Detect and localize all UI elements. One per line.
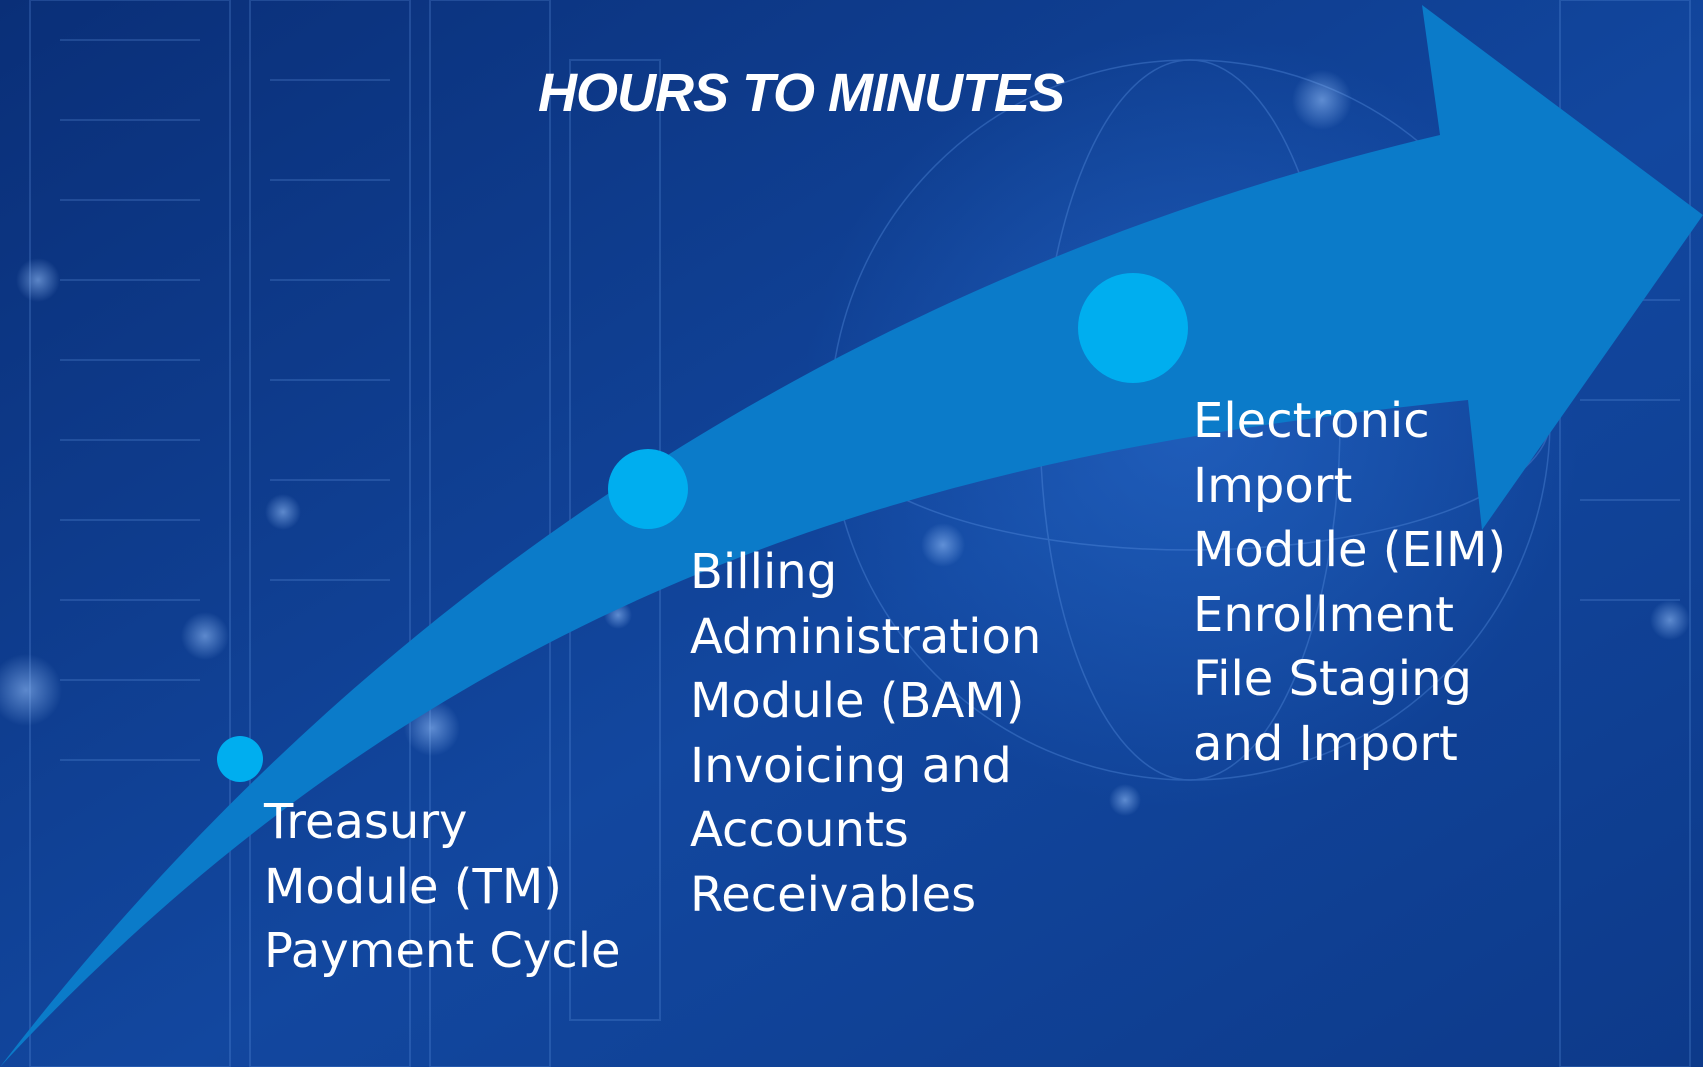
- milestone-dot-eim: [1078, 273, 1188, 383]
- step-label-line: Accounts: [690, 802, 909, 858]
- step-label-line: Payment Cycle: [264, 923, 621, 979]
- milestone-dot-tm: [217, 736, 263, 782]
- step-label-line: Module (TM): [264, 858, 562, 915]
- step-label-line: Billing: [690, 544, 838, 600]
- step-label-line: Treasury: [264, 794, 468, 850]
- step-label-line: and Import: [1193, 715, 1458, 772]
- step-label-line: Electronic: [1193, 393, 1430, 449]
- diagram-title: HOURS TO MINUTES: [538, 63, 1065, 123]
- step-label-eim: Electronic Import Module (EIM) Enrollmen…: [1193, 389, 1506, 776]
- milestone-dot-bam: [608, 449, 688, 529]
- bokeh-lights: [0, 70, 1690, 816]
- step-label-line: Module (EIM): [1193, 522, 1507, 578]
- progress-arrow: [0, 5, 1703, 1067]
- step-label-line: Enrollment: [1193, 586, 1454, 643]
- step-label-bam: Billing Administration Module (BAM) Invo…: [690, 540, 1041, 927]
- step-label-line: File Staging: [1193, 651, 1472, 707]
- step-label-line: Module (BAM): [690, 673, 1025, 729]
- step-label-line: Import: [1193, 457, 1353, 514]
- step-label-line: Receivables: [690, 866, 977, 923]
- step-label-line: Invoicing and: [690, 737, 1012, 794]
- step-label-tm: Treasury Module (TM) Payment Cycle: [264, 790, 621, 984]
- step-label-line: Administration: [690, 608, 1042, 665]
